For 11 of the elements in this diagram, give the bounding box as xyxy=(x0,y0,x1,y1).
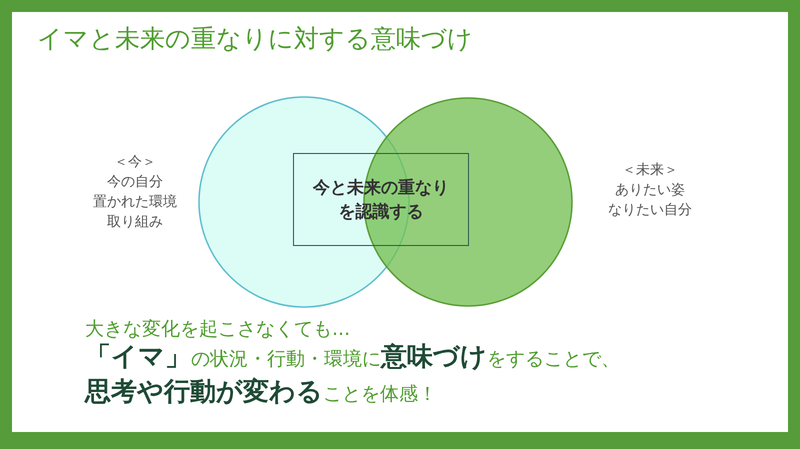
title: イマと未来の重なりに対する意味づけ xyxy=(37,23,473,55)
side-text: 今の自分 xyxy=(106,173,164,192)
side-text: なりたい自分 xyxy=(607,201,693,220)
side-text: ありたい姿 xyxy=(614,181,686,200)
side-text: 置かれた環境 xyxy=(92,193,178,212)
side-heading: ＜今＞ xyxy=(113,153,157,172)
message-text: 「イマ」の状況・行動・環境に意味づけをすることで、 xyxy=(85,341,620,374)
side-heading: ＜未来＞ xyxy=(621,161,679,180)
side-text: 取り組み xyxy=(106,213,164,232)
message-text: 思考や行動が変わることを体感！ xyxy=(85,376,437,409)
message-text: 大きな変化を起こさなくても... xyxy=(85,317,350,342)
